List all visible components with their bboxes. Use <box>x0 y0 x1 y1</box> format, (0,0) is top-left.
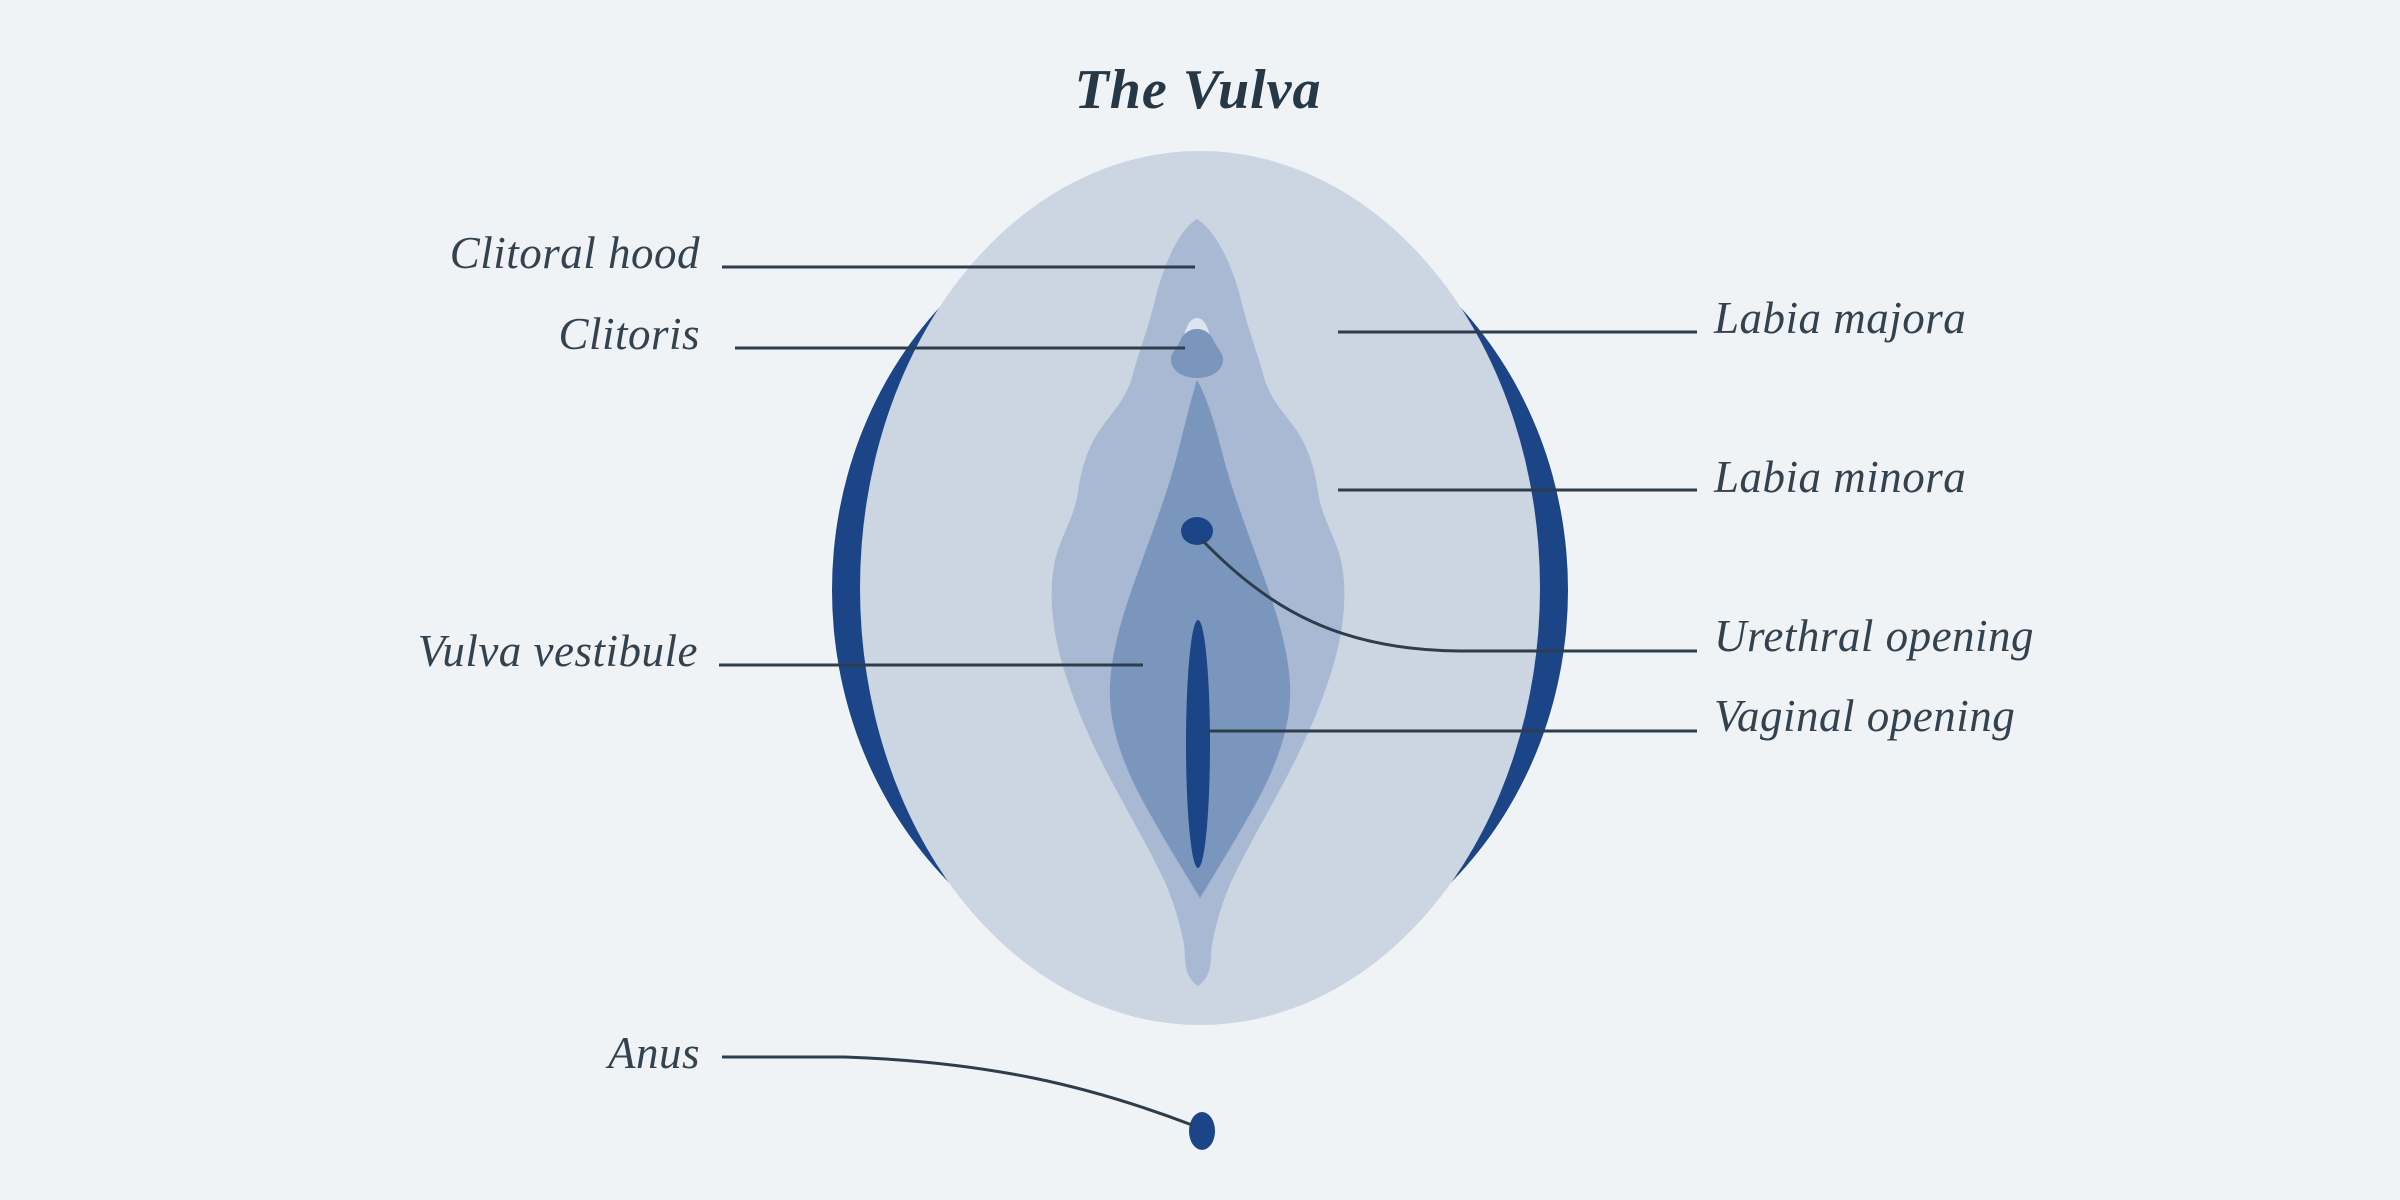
clitoral-hood-gap <box>1184 318 1210 336</box>
vaginal-opening-slit <box>1186 620 1210 868</box>
urethral-opening-leader-line <box>1200 538 1697 653</box>
label-vulva-vestibule: Vulva vestibule <box>418 626 698 676</box>
label-labia-minora: Labia minora <box>1713 452 1966 502</box>
label-urethral-opening: Urethral opening <box>1714 611 2034 661</box>
label-vaginal-opening: Vaginal opening <box>1714 691 2015 741</box>
label-clitoris: Clitoris <box>558 309 700 359</box>
urethral-opening-dot <box>1181 517 1213 545</box>
anus-dot <box>1189 1112 1215 1150</box>
clitoris-shape <box>1170 329 1224 378</box>
label-labia-majora: Labia majora <box>1713 293 1966 343</box>
anus-leader-line <box>722 1055 1193 1127</box>
label-anus: Anus <box>605 1028 700 1078</box>
diagram-title: The Vulva <box>1074 59 1321 121</box>
label-clitoral-hood: Clitoral hood <box>450 228 700 278</box>
